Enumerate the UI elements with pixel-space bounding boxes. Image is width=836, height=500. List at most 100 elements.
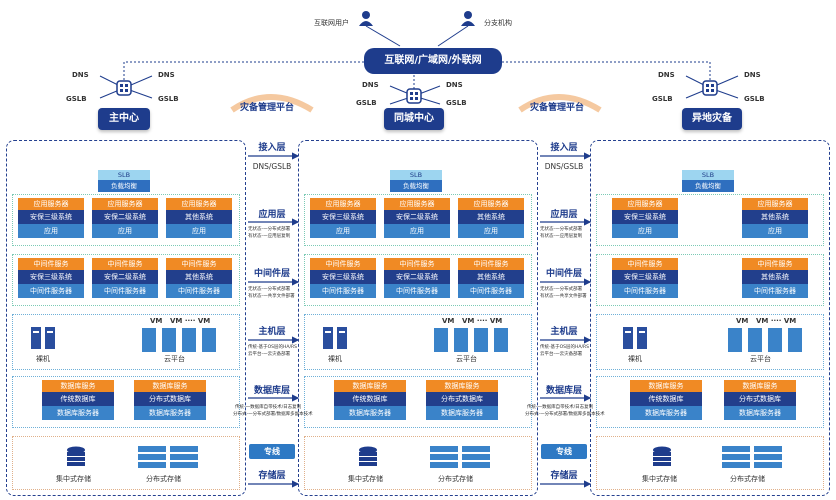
middleware-column: 中间件服务安保二级系统中间件服务器 <box>92 258 158 298</box>
middleware-band <box>596 254 824 306</box>
site-same-city: 同城中心 <box>384 108 444 130</box>
app-column: 应用服务器安保三级系统应用 <box>18 198 84 238</box>
bare-metal-server-icon <box>623 327 647 349</box>
app-column: 应用服务器其他系统应用 <box>742 198 808 238</box>
bare-metal-server-icon <box>323 327 347 349</box>
note-text: 传统-一数据库自带技术/日志复制 <box>235 405 302 410</box>
central-storage-label: 集中式存储 <box>56 475 91 483</box>
router-icon <box>702 80 718 96</box>
middleware-column: 中间件服务安保二级系统中间件服务器 <box>384 258 450 298</box>
database-icon <box>653 446 671 466</box>
note-text: 无状态-一分布式部署 <box>540 227 583 232</box>
storage-band <box>12 436 240 490</box>
branch-user-icon <box>461 11 475 26</box>
dns-label: DNS <box>158 71 175 79</box>
dns-label: DNS <box>362 81 379 89</box>
router-icon <box>116 80 132 96</box>
bare-metal-label: 裸机 <box>36 355 50 363</box>
dns-label: DNS <box>658 71 675 79</box>
note-text: 传统-一数据库自带技术/日志复制 <box>527 405 594 410</box>
gslb-label: GSLB <box>356 99 377 107</box>
gslb-label: GSLB <box>652 95 673 103</box>
middleware-column: 中间件服务其他系统中间件服务器 <box>458 258 524 298</box>
note-text: 云平台-一云灾备部署 <box>540 352 583 357</box>
app-column: 应用服务器其他系统应用 <box>458 198 524 238</box>
dedicated-line-badge: 专线 <box>249 444 295 459</box>
layer-access: 接入层 <box>258 143 286 153</box>
cloud-label: 云平台 <box>456 355 477 363</box>
layer-middleware: 中间件层 <box>545 269 582 279</box>
note-text: 无状态-一分布式部署 <box>248 287 291 292</box>
host-band <box>304 314 532 370</box>
layer-host: 主机层 <box>550 327 578 337</box>
app-band <box>304 194 532 246</box>
db-column: 数据库服务传统数据库数据库服务器 <box>42 380 114 420</box>
database-icon <box>359 446 377 466</box>
internet-users-label: 互联网用户 <box>314 19 349 27</box>
bare-metal-label: 裸机 <box>628 355 642 363</box>
note-text: 无状态-一分布式部署 <box>248 227 291 232</box>
middleware-column: 中间件服务其他系统中间件服务器 <box>166 258 232 298</box>
note-text: 有状态-一共享文件部署 <box>248 294 295 299</box>
gslb-label: GSLB <box>158 95 179 103</box>
app-column: 应用服务器安保二级系统应用 <box>384 198 450 238</box>
cloud-label: 云平台 <box>750 355 771 363</box>
db-band <box>596 376 824 428</box>
app-band <box>12 194 240 246</box>
cloud-server-icon <box>434 328 508 352</box>
layer-storage: 存储层 <box>550 471 578 481</box>
gslb-label: GSLB <box>66 95 87 103</box>
cloud-server-icon <box>142 328 216 352</box>
distributed-storage-icon <box>722 446 782 468</box>
vm-label: VM <box>150 317 163 325</box>
note-text: 无状态-一分布式部署 <box>540 287 583 292</box>
bare-metal-label: 裸机 <box>328 355 342 363</box>
note-text: 云平台-一云灾备部署 <box>248 352 291 357</box>
note-text: 传统-基于OS层的HA/RS <box>540 345 589 350</box>
gslb-label: GSLB <box>446 99 467 107</box>
layer-app: 应用层 <box>550 210 578 220</box>
vm-label: VM ···· VM <box>462 317 503 325</box>
vm-label: VM ···· VM <box>756 317 797 325</box>
layer-database: 数据库层 <box>253 386 290 396</box>
site-remote: 异地灾备 <box>682 108 742 130</box>
storage-band <box>596 436 824 490</box>
bare-metal-server-icon <box>31 327 55 349</box>
layer-host: 主机层 <box>258 327 286 337</box>
middleware-band <box>304 254 532 306</box>
db-band <box>304 376 532 428</box>
distributed-storage-label: 分布式存储 <box>730 475 765 483</box>
middleware-band <box>12 254 240 306</box>
note-text: 分布式-一分布式部署/数据库多副本技术 <box>525 412 605 417</box>
layer-dns-gslb: DNS/GSLB <box>252 162 292 171</box>
host-band <box>596 314 824 370</box>
cloud-server-icon <box>728 328 802 352</box>
middleware-column: 中间件服务其他系统中间件服务器 <box>742 258 808 298</box>
distributed-storage-label: 分布式存储 <box>438 475 473 483</box>
central-storage-label: 集中式存储 <box>348 475 383 483</box>
storage-band <box>304 436 532 490</box>
note-text: 分布式-一分布式部署/数据库多副本技术 <box>233 412 313 417</box>
dr-platform-label: 灾备管理平台 <box>240 103 295 113</box>
distributed-storage-icon <box>138 446 198 468</box>
vm-label: VM <box>736 317 749 325</box>
database-icon <box>67 446 85 466</box>
db-column: 数据库服务传统数据库数据库服务器 <box>334 380 406 420</box>
vm-label: VM ···· VM <box>170 317 211 325</box>
dr-platform-label: 灾备管理平台 <box>530 103 585 113</box>
middleware-column: 中间件服务安保三级系统中间件服务器 <box>612 258 678 298</box>
db-column: 数据库服务传统数据库数据库服务器 <box>630 380 702 420</box>
layer-dns-gslb: DNS/GSLB <box>544 162 584 171</box>
note-text: 传统-基于OS层的HA/RS <box>248 345 297 350</box>
app-band <box>596 194 824 246</box>
gslb-label: GSLB <box>744 95 765 103</box>
note-text: 有状态-一应用层复制 <box>248 234 291 239</box>
db-column: 数据库服务分布式数据库数据库服务器 <box>426 380 498 420</box>
site-main: 主中心 <box>98 108 150 130</box>
layer-access: 接入层 <box>550 143 578 153</box>
central-storage-label: 集中式存储 <box>642 475 677 483</box>
note-text: 有状态-一应用层复制 <box>540 234 583 239</box>
distributed-storage-icon <box>430 446 490 468</box>
